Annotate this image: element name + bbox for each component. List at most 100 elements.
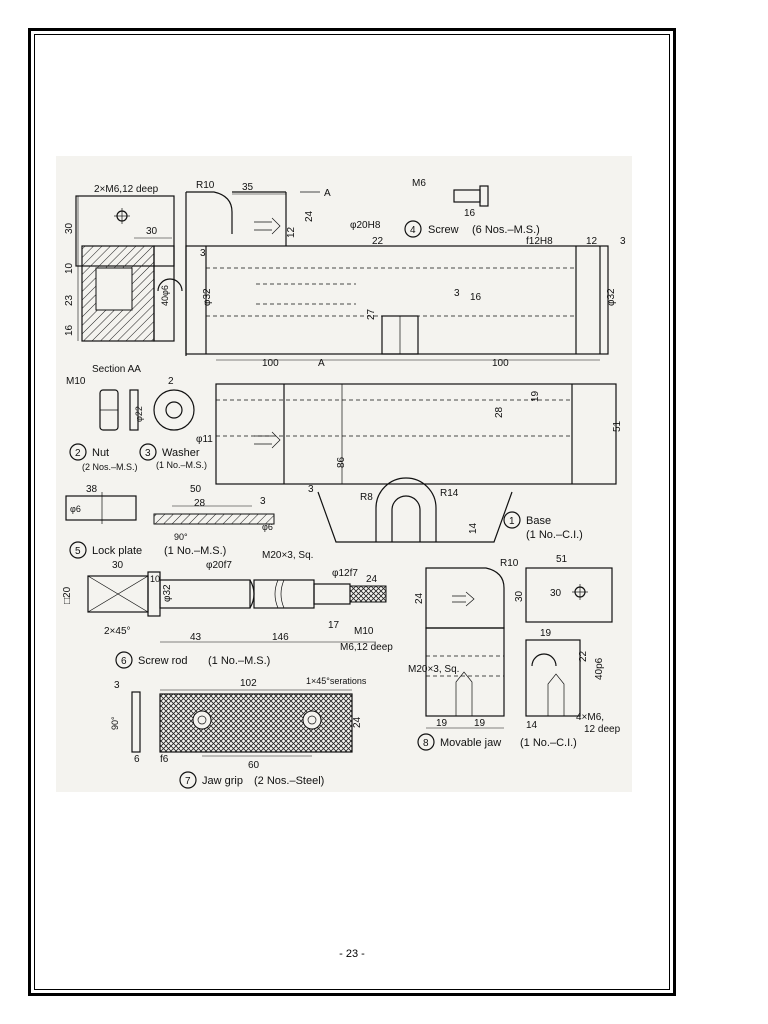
label-4xm6-deep: 12 deep: [584, 724, 621, 735]
dim-102: 102: [240, 678, 257, 689]
part-6-number: 6: [121, 656, 127, 667]
dim-51-base: 51: [612, 420, 623, 432]
label-2xm6-12deep: 2×M6,12 deep: [94, 184, 159, 195]
label-phi12f7: φ12f7: [332, 568, 358, 579]
jaw-grip-knurl: [159, 693, 353, 753]
dim-phi6-lock: φ6: [70, 504, 81, 514]
part-6-screw-rod: □20 30 10 φ32 φ20f7 M20×3, Sq. φ12f7 24 …: [62, 550, 393, 669]
dim-60: 60: [248, 760, 260, 771]
part-4-spec: (6 Nos.–M.S.): [472, 224, 540, 236]
dim-23-left: 23: [64, 294, 75, 306]
label-r10-jaw: R10: [500, 558, 519, 569]
base-top-view: 28 19 51 86 3 R8 R14 14 1 Base (1 No.–C.…: [215, 383, 623, 543]
part-5-spec: (1 No.–M.S.): [164, 545, 226, 557]
dim-28-lock: 28: [194, 498, 206, 509]
part-2-number: 2: [75, 448, 81, 459]
dim-24-grip: 24: [352, 716, 363, 728]
label-m10-nut: M10: [66, 376, 86, 387]
part-3-spec: (1 No.–M.S.): [156, 460, 207, 470]
dim-phi22: φ22: [134, 406, 144, 422]
label-r8: R8: [360, 492, 373, 503]
dim-3-mid: 3: [454, 288, 460, 299]
dim-sq20: □20: [62, 586, 73, 604]
drawing-canvas: 2×M6,12 deep 30 30 10 23 16 40φ6 Section…: [62, 178, 626, 789]
dim-19-base: 19: [530, 390, 541, 402]
dim-24-rod: 24: [366, 574, 378, 585]
part-5-name: Lock plate: [92, 545, 142, 557]
dim-14-jaw: 14: [526, 720, 538, 731]
dim-phi6-lock2: φ6: [262, 522, 273, 532]
base-section-aa: 2×M6,12 deep 30 30 10 23 16 40φ6 Section…: [64, 184, 183, 375]
dim-30-jaw-hole: 30: [550, 588, 562, 599]
dim-17: 17: [328, 620, 340, 631]
dim-phi32-rod: φ32: [162, 584, 173, 602]
dim-19-jaw-b: 19: [474, 718, 486, 729]
label-section-a-top: A: [324, 188, 331, 199]
label-90-lock: 90°: [174, 532, 188, 542]
page-number: - 23 -: [339, 948, 365, 960]
dim-100-right: 100: [492, 358, 509, 369]
label-m6-12deep: M6,12 deep: [340, 642, 393, 653]
part-7-name: Jaw grip: [202, 775, 243, 787]
label-section-aa: Section AA: [92, 364, 141, 375]
label-90-grip: 90°: [110, 716, 120, 730]
dim-6-grip: 6: [134, 754, 140, 765]
dim-146: 146: [272, 632, 289, 643]
dim-16-left: 16: [64, 324, 75, 336]
part-6-name: Screw rod: [138, 655, 188, 667]
part-8-movable-jaw: R10 24 M20×3, Sq. 19 19 51 30 30 19 22 4…: [408, 554, 621, 751]
base-body-outline: [185, 245, 609, 355]
part-7-number: 7: [185, 776, 191, 787]
dim-51-jaw: 51: [556, 554, 568, 565]
label-section-a-bottom: A: [318, 358, 325, 369]
dim-3-left: 3: [200, 248, 206, 259]
dim-86: 86: [336, 456, 347, 468]
dim-phi11: φ11: [196, 434, 213, 445]
dim-22-base: 22: [372, 236, 384, 247]
dim-22-jaw: 22: [578, 650, 589, 662]
label-r10-base: R10: [196, 180, 215, 191]
part-3-name: Washer: [162, 447, 200, 459]
dim-24-base: 24: [304, 210, 315, 222]
dim-30-rod: 30: [112, 560, 124, 571]
dim-40phi6-base: 40φ6: [160, 285, 170, 306]
base-section-arc: [157, 278, 183, 292]
dim-35: 35: [242, 182, 254, 193]
part-5-number: 5: [75, 546, 81, 557]
label-r14: R14: [440, 488, 459, 499]
part-4-name: Screw: [428, 224, 459, 236]
part-4-screw: M6 16 4 Screw (6 Nos.–M.S.): [404, 178, 540, 238]
label-4xm6: 4×M6,: [576, 712, 604, 723]
part-8-name: Movable jaw: [440, 737, 501, 749]
dim-phi32-left: φ32: [202, 288, 213, 306]
part-7-spec: (2 Nos.–Steel): [254, 775, 324, 787]
dim-2-washer: 2: [168, 376, 174, 387]
dim-3-lock: 3: [260, 496, 266, 507]
part-7-jaw-grip: 3 90° 6 102 1×45°serations 24 f6 60 7 Ja…: [110, 676, 367, 789]
dim-14-base: 14: [468, 522, 479, 534]
base-front-view: R10 35 A 24 12 φ20H8 22 3 φ32 27 3 16 f1…: [185, 180, 626, 369]
part-4-number: 4: [410, 225, 416, 236]
dim-30-left: 30: [64, 222, 75, 234]
part-1-number: 1: [509, 516, 515, 527]
page-border-outer: [28, 28, 676, 996]
page-border-inner: [34, 34, 670, 990]
dim-28-base: 28: [494, 406, 505, 418]
label-m20-rod: M20×3, Sq.: [262, 550, 313, 561]
dim-100-left: 100: [262, 358, 279, 369]
dim-19-jaw-side: 19: [540, 628, 552, 639]
part-3-number: 3: [145, 448, 151, 459]
dim-43: 43: [190, 632, 202, 643]
dim-30-jaw: 30: [514, 590, 525, 602]
label-m20-jaw: M20×3, Sq.: [408, 664, 459, 675]
dim-19-jaw-a: 19: [436, 718, 448, 729]
part-2-spec: (2 Nos.–M.S.): [82, 462, 138, 472]
part-2-name: Nut: [92, 447, 109, 459]
dim-3-right: 3: [620, 236, 626, 247]
part-6-spec: (1 No.–M.S.): [208, 655, 270, 667]
dim-phi32-right: φ32: [606, 288, 617, 306]
part-8-number: 8: [423, 738, 429, 749]
label-m6: M6: [412, 178, 426, 189]
dim-12-base: 12: [286, 226, 297, 238]
label-serrations: 1×45°serations: [306, 676, 367, 686]
